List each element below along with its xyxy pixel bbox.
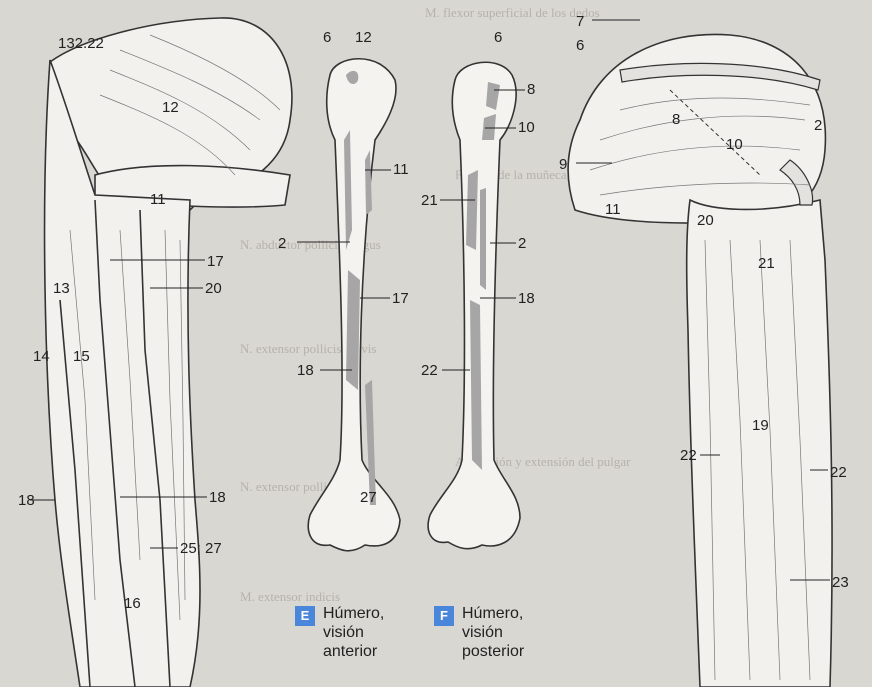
caption-line: visión [323,624,364,641]
caption-badge: F [434,606,454,626]
caption-badge: E [295,606,315,626]
caption-posterior: F Húmero, visión posterior [434,604,524,661]
caption-line: Húmero, [323,605,384,622]
caption-text: Húmero, visión anterior [323,604,384,661]
caption-anterior: E Húmero, visión anterior [295,604,384,661]
caption-line: visión [462,624,503,641]
caption-text: Húmero, visión posterior [462,604,524,661]
caption-line: anterior [323,643,377,660]
caption-line: posterior [462,643,524,660]
caption-line: Húmero, [462,605,523,622]
